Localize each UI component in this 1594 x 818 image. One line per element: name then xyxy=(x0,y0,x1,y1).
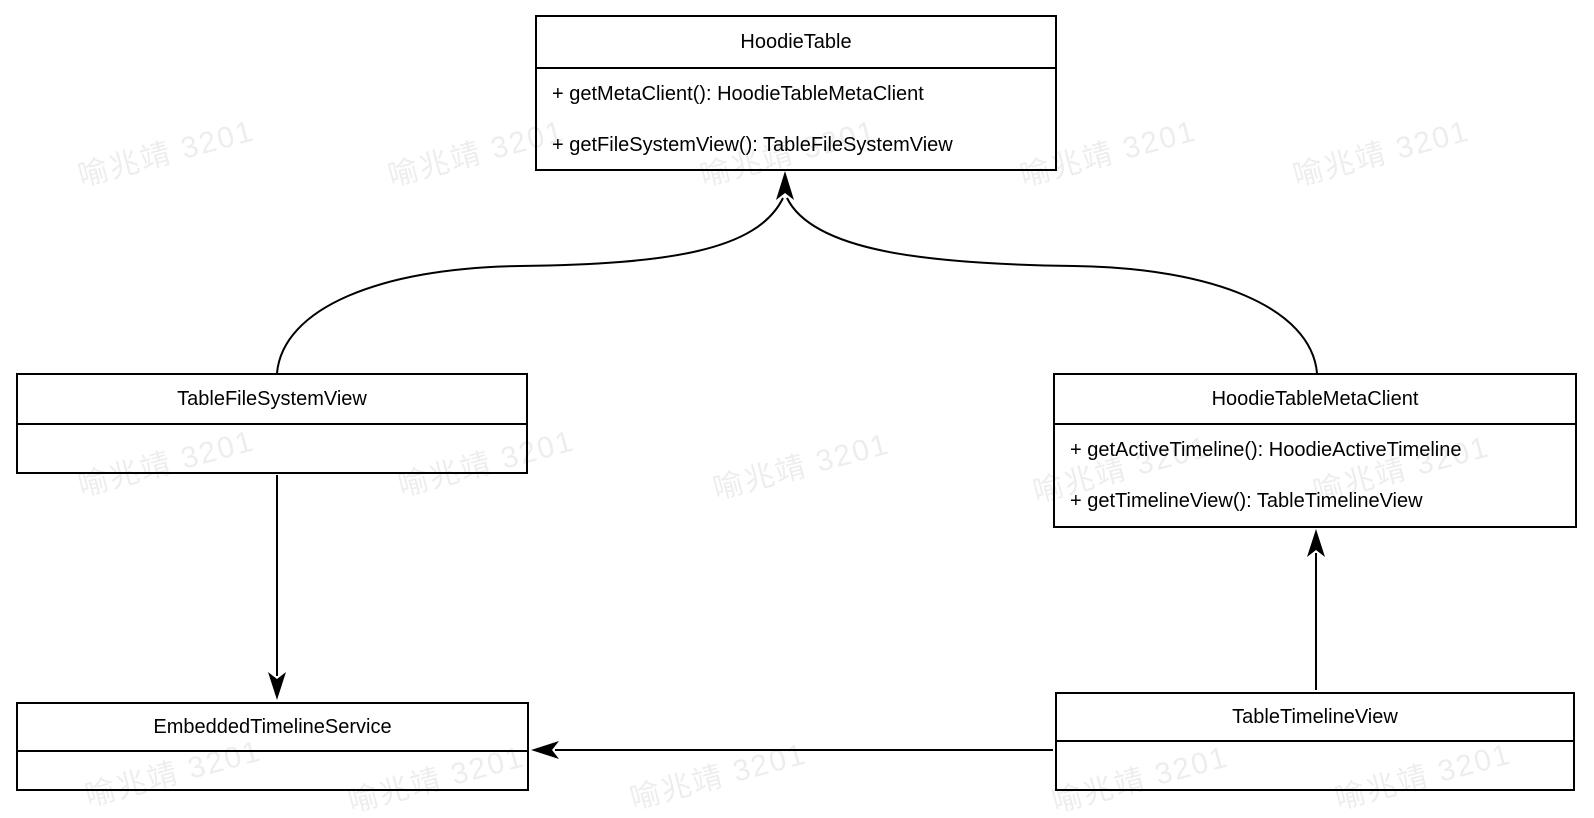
class-method: + getMetaClient(): HoodieTableMetaClient xyxy=(552,83,924,105)
arrow-hoodietablemetaclient-to-hoodietable xyxy=(786,197,1318,374)
class-title-tablefilesystemview: TableFileSystemView xyxy=(18,375,526,425)
class-method: + getActiveTimeline(): HoodieActiveTimel… xyxy=(1070,439,1462,461)
class-box-tabletimelineview: TableTimelineView xyxy=(1055,692,1575,791)
arrowhead-down-embeddedtimelineservice xyxy=(268,672,286,700)
class-box-tablefilesystemview: TableFileSystemView xyxy=(16,373,528,474)
arrowhead-up-hoodietable xyxy=(776,171,794,200)
class-title-hoodietable: HoodieTable xyxy=(537,17,1055,69)
arrowhead-up-hoodietablemetaclient xyxy=(1307,529,1325,557)
class-body-hoodietablemetaclient: + getActiveTimeline(): HoodieActiveTimel… xyxy=(1055,425,1575,527)
class-box-embeddedtimelineservice: EmbeddedTimelineService xyxy=(16,702,529,791)
class-title-embeddedtimelineservice: EmbeddedTimelineService xyxy=(18,704,527,752)
class-box-hoodietable: HoodieTable + getMetaClient(): HoodieTab… xyxy=(535,15,1057,171)
class-method: + getFileSystemView(): TableFileSystemVi… xyxy=(552,134,953,156)
class-body-hoodietable: + getMetaClient(): HoodieTableMetaClient… xyxy=(537,69,1055,171)
class-box-hoodietablemetaclient: HoodieTableMetaClient + getActiveTimelin… xyxy=(1053,373,1577,528)
class-title-hoodietablemetaclient: HoodieTableMetaClient xyxy=(1055,375,1575,425)
class-method: + getTimelineView(): TableTimelineView xyxy=(1070,490,1423,512)
class-title-tabletimelineview: TableTimelineView xyxy=(1057,694,1573,742)
arrow-tablefilesystemview-to-hoodietable xyxy=(276,197,784,374)
arrowhead-left-embeddedtimelineservice xyxy=(531,741,559,759)
